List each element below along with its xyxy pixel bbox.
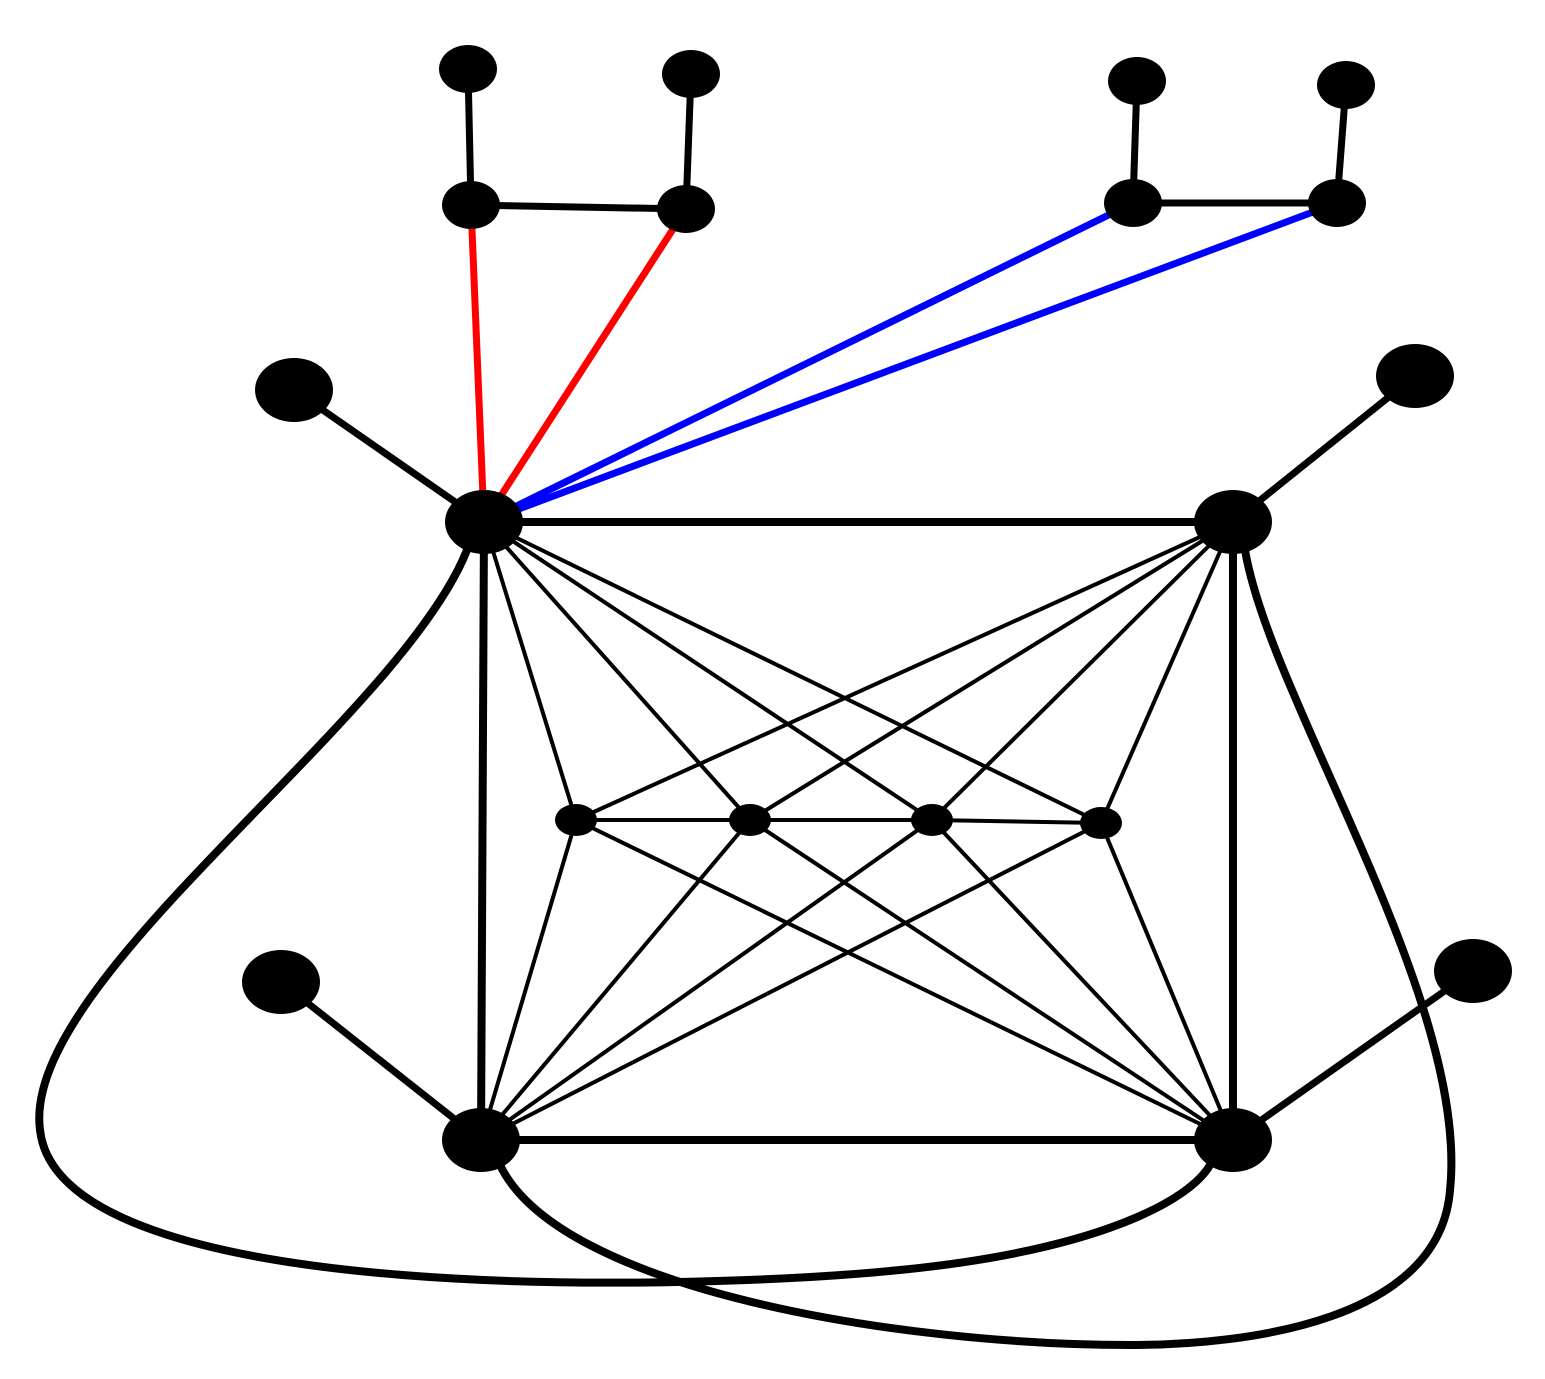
node-pendant-bottom-left (242, 950, 320, 1014)
node-red-group-b (657, 185, 715, 233)
node-inner-1 (555, 804, 597, 836)
edge-hub-top-right-to-inner-1 (574, 520, 1235, 822)
edge-hub-top-left-to-hub-bottom-left (477, 518, 488, 1144)
node-inner-3 (911, 804, 953, 836)
edge-hub-bottom-left-to-inner-1 (479, 818, 578, 1142)
edge-hub-top-right-to-pendant-top-right (1229, 372, 1419, 526)
edge-red-group-a-to-red-group-b (467, 201, 690, 213)
edge-hub-top-right-to-inner-2 (748, 520, 1235, 822)
node-hub-bottom-left (442, 1108, 520, 1172)
edge-hub-bottom-right-to-inner-1 (574, 818, 1235, 1142)
edge-layer (35, 65, 1477, 1350)
edge-hub-top-right-to-inner-4 (1099, 520, 1235, 825)
edge-hub-bottom-left-to-inner-3 (479, 818, 934, 1142)
node-blue-group-a (1104, 179, 1162, 227)
node-red-group-a (442, 181, 500, 229)
edge-hub-top-left-to-hub-bottom-right (35, 546, 1214, 1287)
node-blue-group-a-leaf (1108, 57, 1166, 105)
edge-hub-top-left-to-inner-2 (482, 520, 752, 822)
edge-inner-3-to-inner-4 (930, 818, 1103, 825)
node-pendant-top-right (1376, 344, 1454, 408)
edge-hub-bottom-right-to-pendant-bottom-right (1229, 967, 1477, 1144)
edge-hub-bottom-right-to-inner-3 (930, 818, 1235, 1142)
edge-hub-top-left-to-red-group-a (467, 201, 488, 526)
node-pendant-bottom-right (1434, 939, 1512, 1003)
edge-hub-bottom-left-to-pendant-bottom-left (277, 978, 485, 1144)
node-inner-2 (729, 804, 771, 836)
edge-hub-bottom-right-to-inner-4 (1099, 821, 1235, 1142)
edge-hub-bottom-left-to-inner-2 (479, 818, 752, 1142)
node-blue-group-b-leaf (1317, 61, 1375, 109)
edge-hub-bottom-right-to-inner-2 (748, 818, 1235, 1142)
edge-hub-top-left-to-pendant-top-left (290, 386, 488, 526)
edge-hub-top-left-to-inner-1 (482, 520, 578, 822)
node-inner-4 (1080, 807, 1122, 839)
edge-hub-bottom-left-to-inner-4 (479, 821, 1103, 1142)
edge-hub-top-left-to-red-group-b (480, 205, 690, 526)
node-hub-top-right (1194, 490, 1272, 554)
node-blue-group-b (1308, 179, 1366, 227)
edge-hub-top-left-to-blue-group-a (480, 199, 1137, 526)
node-layer (242, 45, 1512, 1172)
node-hub-bottom-right (1194, 1108, 1272, 1172)
edge-hub-top-left-to-blue-group-b (480, 199, 1341, 526)
edge-hub-top-left-to-inner-4 (482, 520, 1103, 825)
node-hub-top-left (445, 490, 523, 554)
node-red-group-b-leaf (662, 50, 720, 98)
edge-hub-top-left-to-inner-3 (482, 520, 934, 822)
node-pendant-top-left (255, 358, 333, 422)
edge-hub-top-right-to-inner-3 (930, 520, 1235, 822)
edge-hub-top-right-to-hub-bottom-left (496, 546, 1456, 1350)
node-red-group-a-leaf (439, 45, 497, 93)
